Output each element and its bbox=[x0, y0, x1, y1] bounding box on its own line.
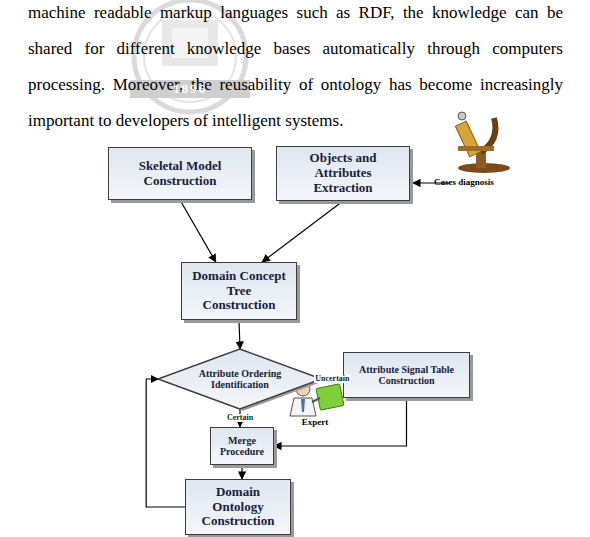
process-box: Skeletal Model Construction bbox=[108, 147, 252, 200]
node-text: Merge Procedure bbox=[215, 435, 269, 458]
flow-arrow bbox=[146, 379, 185, 507]
flow-arrow bbox=[262, 201, 343, 262]
microscope-icon bbox=[455, 112, 510, 173]
flow-arrow bbox=[241, 465, 242, 479]
flow-arrow bbox=[238, 320, 240, 349]
body-paragraph: machine readable markup languages such a… bbox=[28, 0, 563, 139]
node-text: Domain Concept Tree Construction bbox=[189, 269, 289, 314]
node-text: Attribute Signal Table Construction bbox=[349, 364, 464, 387]
flow-arrow bbox=[274, 398, 407, 446]
process-box: Attribute Signal Table Construction bbox=[343, 352, 470, 398]
watermark-year: 1896 bbox=[130, 80, 250, 98]
actor-label: Expert bbox=[290, 417, 340, 428]
decision-diamond: Attribute Ordering Identification bbox=[158, 349, 322, 409]
node-text: Skeletal Model Construction bbox=[120, 159, 240, 189]
process-box: Domain Ontology Construction bbox=[185, 479, 291, 535]
source-label: Cases diagnosis bbox=[414, 177, 514, 188]
node-text: Objects and Attributes Extraction bbox=[284, 151, 402, 196]
node-text: Attribute Ordering Identification bbox=[192, 368, 288, 391]
flow-arrow bbox=[180, 200, 216, 262]
process-box: Objects and Attributes Extraction bbox=[276, 146, 410, 201]
node-text: Domain Ontology Construction bbox=[192, 485, 284, 530]
edge-label: Uncertain bbox=[314, 375, 350, 384]
edge-label: Certain bbox=[226, 414, 254, 423]
process-box: Domain Concept Tree Construction bbox=[181, 262, 297, 320]
process-box: Merge Procedure bbox=[210, 427, 274, 465]
